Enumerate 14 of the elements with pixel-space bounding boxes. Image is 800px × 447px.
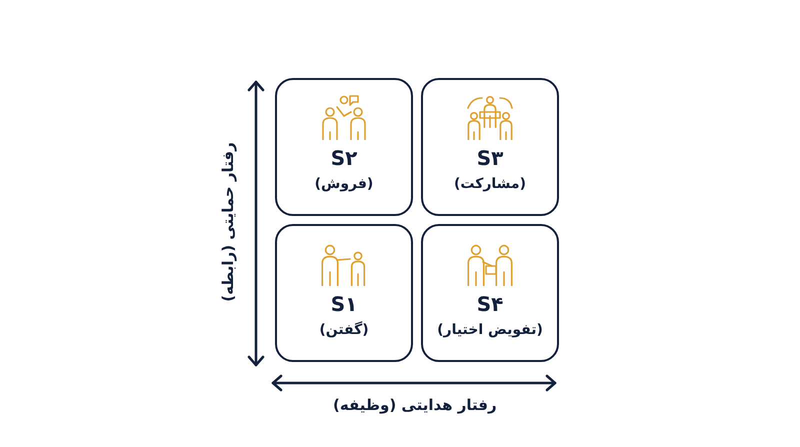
style-code: S۴ (476, 292, 504, 316)
quadrant-box (421, 78, 559, 216)
axis-label: رفتار حمایتی (رابطه) (218, 142, 237, 302)
quadrant-box (275, 78, 413, 216)
style-name: (تفویض اختیار) (437, 322, 543, 338)
style-name: (فروش) (314, 176, 374, 192)
style-code: S۲ (330, 146, 358, 170)
style-name: (گفتن) (319, 322, 369, 338)
quadrant-box (275, 224, 413, 362)
style-code: S۱ (330, 292, 358, 316)
axis-label: رفتار هدایتی (وظیفه) (333, 396, 497, 414)
quadrant-box (421, 224, 559, 362)
style-code: S۳ (476, 146, 504, 170)
style-name: (مشارکت) (454, 176, 526, 192)
